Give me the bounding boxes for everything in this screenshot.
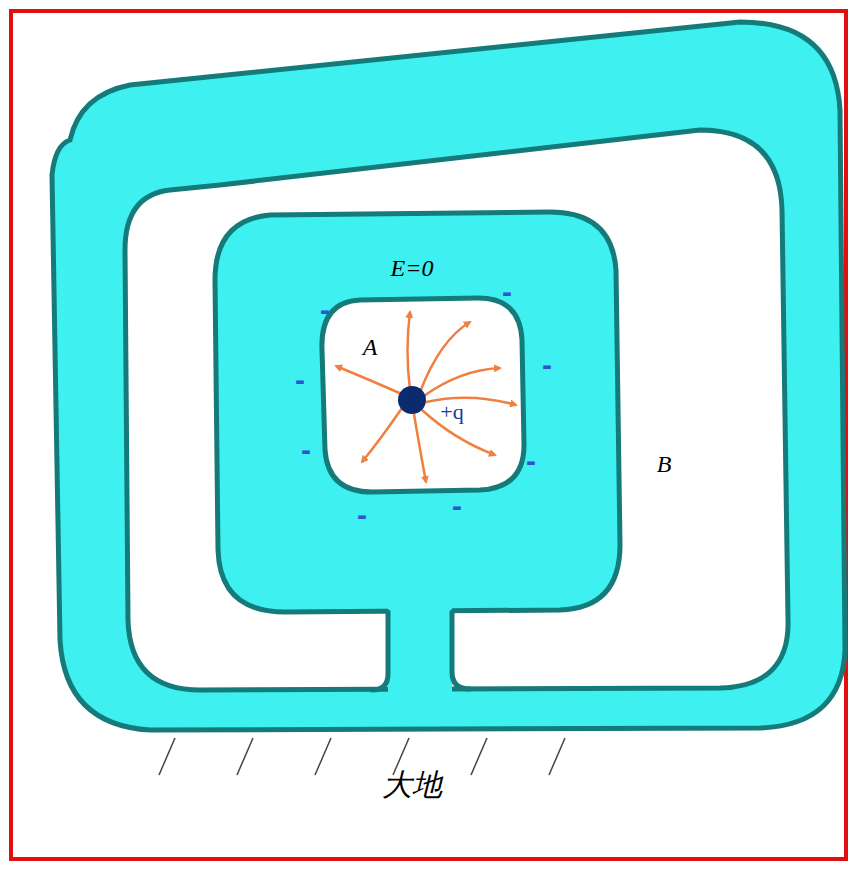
charge-label: +q bbox=[440, 401, 463, 423]
induced-charge: - bbox=[301, 435, 311, 465]
hatch-stroke bbox=[237, 738, 253, 775]
frame bbox=[11, 11, 846, 859]
stem-edge bbox=[452, 612, 470, 689]
outer-conductor bbox=[52, 22, 845, 730]
hatch-stroke bbox=[159, 738, 175, 775]
connecting-stem bbox=[388, 604, 452, 694]
point-charge bbox=[398, 386, 426, 414]
induced-charge: - bbox=[320, 295, 330, 325]
induced-charge: - bbox=[502, 277, 512, 307]
region-label: B bbox=[657, 452, 672, 476]
cavity-label: A bbox=[363, 335, 378, 359]
hatch-stroke bbox=[471, 738, 487, 775]
cavity bbox=[322, 298, 524, 492]
ground-label: 大地 bbox=[382, 770, 442, 800]
induced-charge: - bbox=[526, 446, 536, 476]
hatch-stroke bbox=[549, 738, 565, 775]
induced-charge: - bbox=[295, 365, 305, 395]
hatch-stroke bbox=[315, 738, 331, 775]
field-label: E=0 bbox=[391, 256, 434, 280]
induced-charge: - bbox=[542, 350, 552, 380]
gap-region bbox=[125, 130, 788, 690]
induced-charge: - bbox=[357, 500, 367, 530]
ground-hatching bbox=[159, 738, 565, 775]
induced-charge: - bbox=[452, 491, 462, 521]
stem-edge bbox=[372, 612, 388, 690]
field-lines bbox=[336, 312, 516, 482]
inner-conductor bbox=[215, 212, 620, 612]
